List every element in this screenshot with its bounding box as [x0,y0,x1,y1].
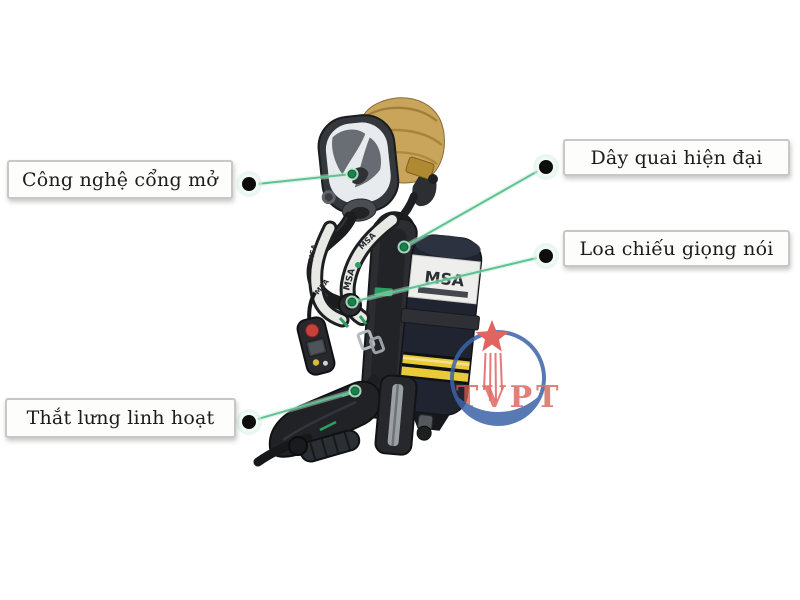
watermark-logo: TVPT [450,320,558,426]
connector-line-open-port [256,173,353,185]
callout-label-open-port-technology: Công nghệ cổng mở [7,160,233,199]
watermark-star [475,320,509,402]
cylinder-clamp-band [400,307,480,331]
callout-label-flexible-belt: Thắt lưng linh hoạt [5,398,236,438]
callout-text: Loa chiếu giọng nói [579,237,774,260]
scba-product: MSA MSA [253,97,483,467]
control-module [296,291,336,376]
callout-dot-open-port [236,171,262,197]
callout-label-voice-speaker: Loa chiếu giọng nói [563,230,790,267]
endpoint-dot-straps [397,240,411,254]
connector-line-belt [250,390,356,422]
watermark-crescent [454,393,542,424]
alarm-button [305,323,320,338]
endpoint-dot-speaker [345,295,359,309]
connector-line-straps [403,166,546,248]
connector-lines [250,164,547,424]
callout-text: Thắt lưng linh hoạt [26,407,215,429]
valve-knob [416,425,432,441]
callout-dots [236,154,559,435]
endpoint-dot-mask [345,167,359,181]
callout-label-modern-straps: Dây quai hiện đại [563,139,790,176]
connector-endpoints [345,167,411,398]
callout-text: Dây quai hiện đại [590,146,763,169]
connector-line-speaker [351,255,546,303]
callout-dot-belt [236,409,262,435]
brass-fitting [405,156,435,180]
callout-text: Công nghệ cổng mở [22,168,218,191]
endpoint-dot-belt [348,384,362,398]
chest-buckles [356,329,386,355]
accessory-pouch [374,374,418,456]
callout-dot-speaker [533,243,559,269]
strap-logo: MSA [307,243,319,262]
callout-dot-straps [533,154,559,180]
waist-belt [253,380,382,467]
face-mask [317,114,400,222]
